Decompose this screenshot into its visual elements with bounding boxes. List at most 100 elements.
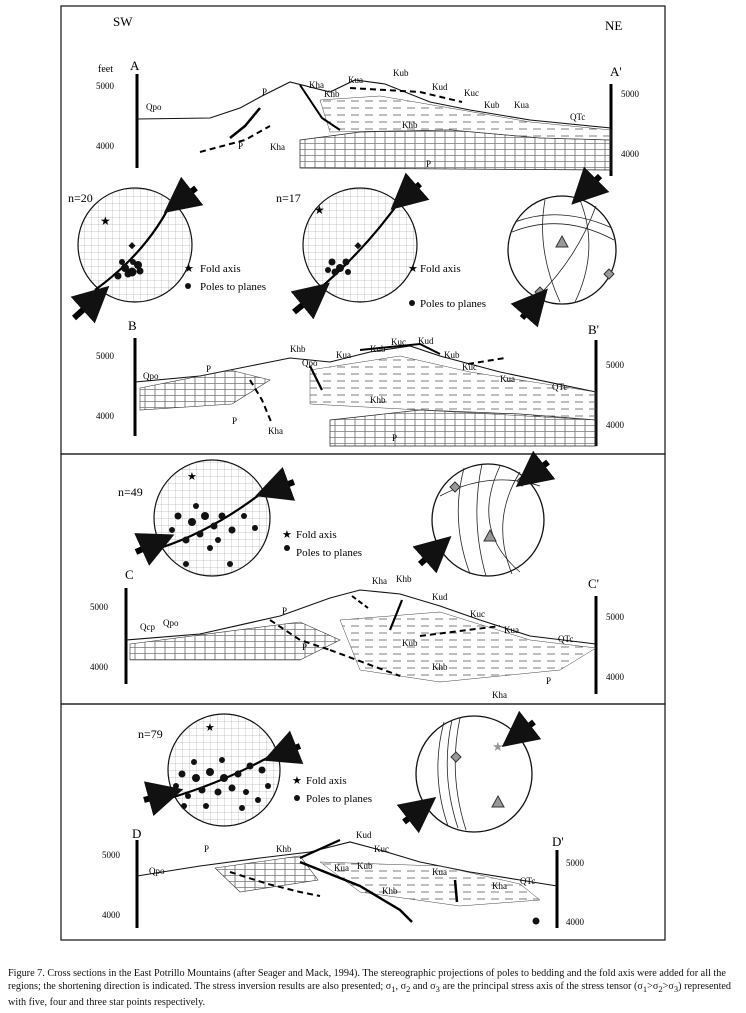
unit-a-4: Kha — [270, 142, 285, 152]
unit-d-4: Kuc — [374, 844, 389, 854]
unit-d-9: Kha — [492, 881, 507, 891]
unit-b-2: Khb — [290, 344, 306, 354]
unit-d-2: Khb — [276, 844, 292, 854]
unit-b-0: Qpo — [143, 371, 159, 381]
unit-b-14: Kha — [268, 426, 283, 436]
svg-text:★: ★ — [408, 263, 418, 275]
unit-b-10: Kua — [500, 374, 515, 384]
section-a-label-left: A — [130, 58, 140, 73]
stereonet-2: n=17 ★ ★ Fold axis Poles to planes — [276, 184, 486, 312]
scale-d-left-5000: 5000 — [102, 850, 121, 860]
unit-a-10: Kub — [484, 100, 500, 110]
unit-a-3: Kha — [309, 80, 324, 90]
unit-c-7: Kuc — [470, 609, 485, 619]
unit-a-8: Kud — [432, 82, 448, 92]
section-d-label-left: D — [132, 826, 141, 841]
unit-d-0: Qpo — [149, 866, 165, 876]
legend-poles-2: Poles to planes — [420, 298, 486, 310]
scale-a-left-4000: 4000 — [96, 141, 115, 151]
figure-caption: Figure 7. Cross sections in the East Pot… — [8, 967, 740, 1009]
unit-c-10: Kub — [402, 638, 418, 648]
scale-c-left-5000: 5000 — [90, 602, 109, 612]
section-c-label-left: C — [125, 567, 134, 582]
section-b-label-right: B' — [588, 322, 599, 337]
legend-poles-1: Poles to planes — [200, 281, 266, 293]
orient-ne: NE — [605, 18, 622, 33]
section-a: A A' 5000 4000 5000 4000 Qpo P P Kha Kha… — [96, 58, 640, 176]
legend-fold-3: Fold axis — [296, 529, 337, 541]
unit-a-9: Kuc — [464, 88, 479, 98]
unit-a-0: Qpo — [146, 102, 162, 112]
svg-text:★: ★ — [292, 775, 302, 787]
stereonet-1-n: n=20 — [68, 191, 93, 205]
legend-fold-4: Fold axis — [306, 775, 347, 787]
svg-text:★: ★ — [314, 203, 325, 217]
stereonet-4: n=79 ★ ★ Fold axis Poles to planes — [138, 714, 372, 826]
scale-c-left-4000: 4000 — [90, 662, 109, 672]
unit-a-6: Kua — [348, 75, 363, 85]
legend-poles-4: Poles to planes — [306, 793, 372, 805]
unit-d-8: Khb — [382, 886, 398, 896]
unit-a-14: P — [426, 159, 431, 169]
unit-c-1: Qpo — [163, 618, 179, 628]
stereonet-4-n: n=79 — [138, 727, 163, 741]
svg-text:★: ★ — [282, 529, 292, 541]
unit-b-3: Qpo — [302, 358, 318, 368]
unit-c-3: P — [302, 642, 307, 652]
unit-c-13: P — [546, 676, 551, 686]
unit-d-10: QTc — [520, 876, 535, 886]
svg-text:★: ★ — [492, 739, 504, 754]
svg-text:★: ★ — [184, 263, 194, 275]
unit-a-11: Kua — [514, 100, 529, 110]
orient-sw: SW — [113, 14, 133, 29]
unit-b-1: P — [206, 364, 211, 374]
unit-b-12: Khb — [370, 395, 386, 405]
unit-c-9: QTc — [558, 634, 573, 644]
units-feet: feet — [98, 64, 113, 75]
thrust-a-1 — [230, 108, 260, 138]
unit-b-7: Kud — [418, 336, 434, 346]
stereonet-1: n=20 ★ ★ Fold axis Poles to planes — [68, 188, 266, 318]
section-d: D D' 5000 4000 5000 4000 Qpo P Khb Kud K… — [102, 826, 585, 928]
section-d-label-right: D' — [552, 834, 564, 849]
section-b-label-left: B — [128, 318, 137, 333]
unit-b-5: Kub — [370, 344, 386, 354]
stress-net-2 — [420, 462, 548, 576]
section-a-label-right: A' — [610, 64, 622, 79]
unit-d-5: Kua — [334, 863, 349, 873]
scale-d-right-4000: 4000 — [566, 917, 585, 927]
unit-b-8: Kub — [444, 350, 460, 360]
unit-a-13: Khb — [402, 120, 418, 130]
unit-c-0: Qcp — [140, 622, 155, 632]
stereonet-3-n: n=49 — [118, 485, 143, 499]
unit-d-6: Kub — [357, 861, 373, 871]
unit-b-6: Kuc — [391, 337, 406, 347]
scale-b-right-4000: 4000 — [606, 420, 625, 430]
unit-b-15: P — [392, 433, 397, 443]
scale-a-left-5000: 5000 — [96, 81, 115, 91]
svg-text:★: ★ — [187, 471, 197, 483]
unit-c-11: Khb — [432, 662, 448, 672]
scale-a-right-5000: 5000 — [621, 89, 640, 99]
scale-d-right-5000: 5000 — [566, 858, 585, 868]
section-c: C C' 5000 4000 5000 4000 Qcp Qpo P P Kha… — [90, 567, 625, 700]
scale-b-left-4000: 4000 — [96, 411, 115, 421]
stereonet-3: n=49 ★ ★ Fold axis Poles to planes — [118, 460, 362, 576]
unit-a-7: Kub — [393, 68, 409, 78]
unit-d-7: Kua — [432, 867, 447, 877]
unit-c-8: Kua — [504, 625, 519, 635]
unit-a-5: Khb — [324, 89, 340, 99]
scale-b-left-5000: 5000 — [96, 351, 115, 361]
unit-c-2: P — [282, 606, 287, 616]
unit-b-11: QTc — [552, 382, 567, 392]
legend-fold-2: Fold axis — [420, 263, 461, 275]
stress-net-3: ★ — [404, 716, 534, 832]
legend-poles-3: Poles to planes — [296, 547, 362, 559]
scale-c-right-5000: 5000 — [606, 612, 625, 622]
unit-c-12: Kha — [492, 690, 507, 700]
svg-text:★: ★ — [100, 214, 111, 228]
shortening-arrow-1a — [74, 298, 96, 318]
unit-c-5: Khb — [396, 574, 412, 584]
scale-b-right-5000: 5000 — [606, 360, 625, 370]
